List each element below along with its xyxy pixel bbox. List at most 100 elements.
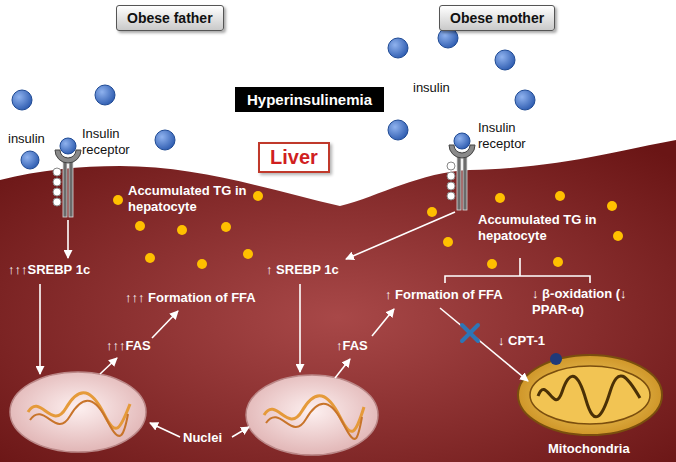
tg-droplet [555,191,565,201]
receptor-domain [447,162,455,170]
receptor-label: Insulin receptor [478,120,544,151]
dna-strand [266,404,362,439]
label-slot: ↑ Formation of FFA [385,287,503,303]
gene-label: ↑ SREBP 1c [266,262,339,278]
box-text: Obese mother [450,10,544,26]
cpt1-dot [550,353,562,365]
tg-droplet [613,231,623,241]
dna-strand [28,393,130,429]
label-slot: ↑↑↑FAS [106,338,151,354]
insulin-molecule [12,90,32,110]
label-slot: Mitochondria [548,441,630,457]
mitochondrion [518,353,662,435]
dna-strand [264,396,364,432]
insulin-molecule [515,90,535,110]
label-slot: insulin [413,80,450,96]
pathway-arrow [335,359,350,378]
tg-droplet [197,259,207,269]
receptor-domain [53,178,61,186]
tg-droplet [177,225,187,235]
pathway-arrow [372,309,394,336]
label-slot: insulin [8,131,45,147]
pathway-arrow [39,284,41,374]
process-label: ↓ β-oxidation (↓ PPAR-α) [532,286,650,317]
bracket [445,258,590,283]
tg-droplet [427,207,437,217]
receptor-domain [447,182,455,190]
group-box: Obese mother [439,5,555,31]
label-slot: ↑ SREBP 1c [266,262,339,278]
enzyme-label: ↓ CPT-1 [498,333,545,349]
enzyme-label: ↑FAS [336,338,368,354]
block-stroke [462,325,478,341]
block-stroke [462,325,478,341]
insulin-molecule [495,50,515,70]
label-slot: Nuclei [183,430,222,446]
mito-outer [518,355,662,435]
tg-droplet [243,249,253,259]
label-slot: Insulin receptor [82,126,148,157]
tg-droplet [221,222,231,232]
box-text: Hyperinsulinemia [247,91,372,108]
organelle-label: Mitochondria [548,441,630,457]
label-slot: ↓ β-oxidation (↓ PPAR-α) [532,286,650,317]
pathway-arrow [152,311,178,338]
insulin-group-left [12,85,175,169]
liver-shape [0,140,676,462]
receptor-stem [457,152,461,210]
receptor-label: Insulin receptor [82,126,148,157]
insulin-molecule [155,130,175,150]
gene-label: ↑↑↑SREBP 1c [8,262,90,278]
receptor-domain [53,198,61,206]
tg-droplet [253,191,263,201]
box-text: Obese father [127,10,213,26]
group-box: Obese father [116,5,224,31]
nucleus-left [10,372,146,452]
receptor-domain [447,172,455,180]
condition-box: Hyperinsulinemia [235,87,384,112]
label-slot: Insulin receptor [478,120,544,151]
tg-droplet [145,253,155,263]
insulin-molecule [388,120,408,140]
tg-droplet [135,221,145,231]
receptor-stem [69,157,73,217]
pathway-arrow [67,220,69,258]
pathway-arrow [346,212,455,259]
pathway-arrow [232,427,249,437]
organ-label-box: Liver [258,142,330,173]
receptor-domain [447,192,455,200]
nucleus [10,372,146,452]
receptor-stem [463,152,467,210]
enzyme-label: ↑↑↑FAS [106,338,151,354]
pathway-arrow [100,358,117,374]
pathway-arrow [150,423,180,437]
insulin-receptor-right [447,133,475,210]
box-text: Liver [270,146,318,169]
label-slot: Accumulated TG in hepatocyte [128,183,250,214]
tg-droplet [607,201,617,211]
process-label: ↑ Formation of FFA [385,287,503,303]
receptor-stem [63,157,67,217]
pathway-arrows [40,212,590,437]
tg-droplet [113,195,123,205]
tg-label: Accumulated TG in hepatocyte [128,183,250,214]
mito-cristae [538,376,640,417]
insulin-molecule [95,85,115,105]
label-slot: ↓ CPT-1 [498,333,545,349]
receptor-domain [53,168,61,176]
pathway-arrow [299,284,301,372]
hormone-label: insulin [8,131,45,147]
bound-insulin [454,133,470,149]
insulin-molecule [438,28,458,48]
hormone-label: insulin [413,80,450,96]
tg-droplet [495,193,505,203]
insulin-molecule [21,151,39,169]
tg-label: Accumulated TG in hepatocyte [478,212,600,243]
block-mark [462,325,478,341]
tg-droplet [487,259,497,269]
label-slot: Accumulated TG in hepatocyte [478,212,600,243]
tg-droplet [443,237,453,247]
